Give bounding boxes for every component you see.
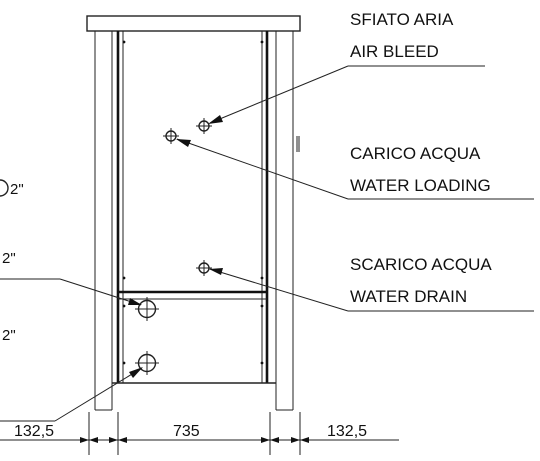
water-drain-label-it: SCARICO ACQUA [350, 255, 492, 274]
water-drain-fitting-icon [196, 260, 212, 276]
front-panel [116, 31, 269, 383]
air-bleed-leader [208, 65, 485, 124]
cabinet-right-side [275, 31, 294, 383]
water-drain-leader [209, 268, 534, 312]
cabinet-left-side [94, 31, 113, 383]
air-bleed-label-en: AIR BLEED [350, 42, 439, 61]
diameter-symbol-fragment [0, 179, 9, 197]
lower-pipe-connection-icon [135, 351, 159, 375]
pipe-size-label-mid: 2" [2, 250, 16, 267]
cabinet-base [94, 382, 294, 411]
dimension-line [0, 412, 399, 455]
water-loading-leader [176, 138, 534, 200]
water-loading-label-en: WATER LOADING [350, 176, 491, 195]
dimension-right: 132,5 [327, 423, 367, 440]
dimension-left: 132,5 [14, 423, 54, 440]
air-bleed-label-it: SFIATO ARIA [350, 10, 454, 29]
panel-screws [122, 40, 264, 365]
water-loading-fitting-icon [163, 128, 179, 144]
pipe-size-label-top: 2" [10, 181, 24, 198]
water-loading-label-it: CARICO ACQUA [350, 144, 481, 163]
cabinet-top-cap [86, 15, 301, 32]
air-bleed-fitting-icon [196, 118, 212, 134]
upper-pipe-connection-icon [135, 297, 159, 321]
panel-partition [118, 290, 267, 300]
water-drain-label-en: WATER DRAIN [350, 287, 467, 306]
pipe-size-label-low: 2" [2, 327, 16, 344]
hinge-marks [296, 136, 300, 152]
dimension-center: 735 [173, 423, 200, 440]
lower-pipe-leader [0, 367, 143, 422]
upper-pipe-leader [0, 278, 142, 306]
